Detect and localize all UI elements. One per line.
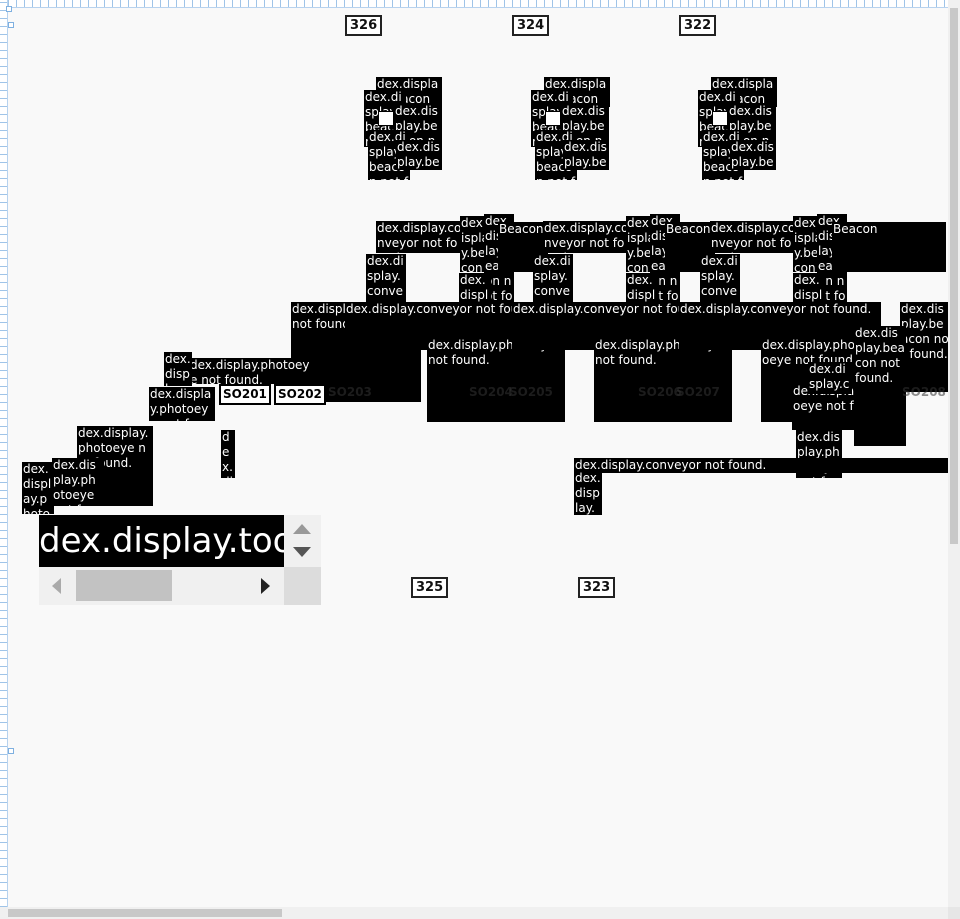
missing-display-photoeye: dex.display.photoeye not found. [427,338,565,422]
selection-handle[interactable] [8,22,14,28]
missing-display-beacon: dex.display.beacon not found. [563,140,609,170]
tooltip-spinner[interactable] [284,515,321,567]
segment-tag-so204: SO204 [469,385,513,399]
area-label-322: 322 [679,15,717,36]
segment-tag-so208: SO208 [902,385,946,399]
segment-tag-so207: SO207 [676,385,720,399]
tooltip-scroll-thumb[interactable] [76,570,172,601]
beacon-lamp [378,111,394,126]
segment-tag-so202: SO202 [274,384,326,405]
scroll-down-arrow-icon[interactable] [293,547,311,557]
missing-display-photoeye: dex.display.photoeye not found. [594,338,732,422]
missing-display-photoeye: dex.display.photoeye not found. [52,458,104,506]
missing-display-conveyor: dex.display.conveyor not found. [710,221,798,253]
selection-handle[interactable] [8,748,14,754]
missing-display-conveyor: dex.display.conveyor not found. [574,458,950,473]
top-ruler [0,0,948,8]
missing-display-beacon: dex.display.beacon not found. [730,140,776,170]
missing-display-photoeye: dex.display.photoeye not found. [149,387,215,421]
missing-display-conveyor: dex.display.conveyor not found. [376,221,464,253]
missing-display-photoeye: dex.display.photoeye not found. [189,358,313,384]
selection-handle[interactable] [6,6,12,12]
segment-tag-so201: SO201 [219,384,271,405]
missing-display-photoeye: dex.display.photoeye not found. [22,462,54,514]
tooltip-text: dex.display.tooltip not found. [39,515,284,567]
tooltip-horizontal-scrollbar[interactable] [39,567,284,605]
missing-display-conveyor: dex.display.conveyor not found. [543,221,631,253]
vertical-scroll-thumb[interactable] [950,8,958,544]
area-label-323: 323 [578,577,616,598]
missing-display-beacon: Beacon [832,222,946,272]
missing-display-photoeye: dex.display.photoeye not found. [574,471,602,515]
area-label-325: 325 [411,577,449,598]
missing-display-photoeye: dex.display.photoeye not found. [221,430,235,478]
horizontal-scrollbar[interactable] [0,907,948,919]
left-ruler [0,0,8,907]
missing-display-conveyor: dex.display.conveyor not found. [808,362,852,394]
missing-display-beacon: dex.display.beacon not found. [396,140,442,170]
area-label-324: 324 [512,15,550,36]
scroll-up-arrow-icon[interactable] [293,524,311,534]
missing-display-photoeye: dex.display.photoeye not found. [164,352,192,386]
horizontal-scroll-thumb[interactable] [8,909,282,917]
scrollbar-corner [284,567,321,605]
scroll-left-arrow-icon[interactable] [52,578,61,594]
beacon-lamp [712,111,728,126]
missing-display-conveyor: dex.display.conveyor not found. [366,254,406,318]
segment-tag-so203: SO203 [328,385,372,399]
scrollbar-corner [948,907,960,919]
scroll-right-arrow-icon[interactable] [261,578,270,594]
beacon-lamp [545,111,561,126]
segment-tag-so205: SO205 [509,385,553,399]
missing-display-beacon: dex.display.beacon not found. [854,326,906,446]
area-label-326: 326 [345,15,383,36]
tooltip-panel[interactable]: dex.display.tooltip not found. [39,515,321,605]
segment-tag-so206: SO206 [638,385,682,399]
vertical-scrollbar[interactable] [948,0,960,907]
missing-display-beacon: dex.display.beacon not found. [900,302,950,392]
